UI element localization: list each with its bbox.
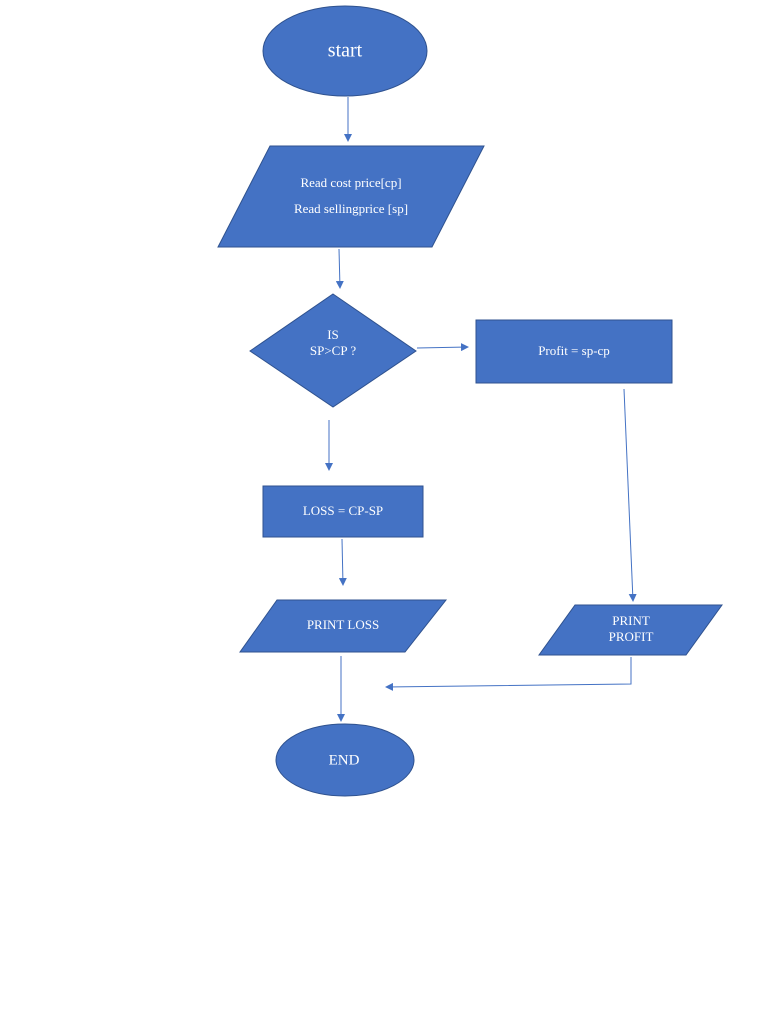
print-profit-label-line1: PRINT (612, 613, 650, 628)
print-profit-node: PRINT PROFIT (538, 604, 723, 656)
decision-label-line2: SP>CP ? (310, 343, 356, 358)
print-loss-label: PRINT LOSS (307, 617, 379, 632)
connector-loss-to-print-loss (338, 538, 347, 586)
loss-process-node: LOSS = CP-SP (262, 485, 424, 538)
profit-rectangle (475, 319, 673, 384)
start-label: start (328, 40, 363, 62)
profit-process-node: Profit = sp-cp (475, 319, 673, 384)
end-ellipse (275, 723, 415, 797)
connector-decision-to-profit (416, 343, 469, 352)
connector-print-profit-to-end (385, 657, 632, 691)
profit-label: Profit = sp-cp (538, 343, 610, 358)
start-ellipse (262, 5, 428, 97)
loss-rectangle (262, 485, 424, 538)
decision-label-line1: IS (327, 327, 339, 342)
input-label-line2: Read sellingprice [sp] (294, 201, 408, 216)
input-parallelogram (217, 145, 485, 248)
print-loss-node: PRINT LOSS (239, 599, 448, 653)
print-profit-label-line2: PROFIT (609, 629, 654, 644)
connector-input-to-decision (335, 248, 344, 289)
input-node: Read cost price[cp] Read sellingprice [s… (217, 145, 485, 248)
print-profit-parallelogram (538, 604, 723, 656)
decision-node: IS SP>CP ? (249, 293, 417, 408)
decision-diamond (249, 293, 417, 408)
input-label-line1: Read cost price[cp] (300, 175, 401, 190)
end-node: END (275, 723, 415, 797)
end-label: END (329, 752, 360, 768)
loss-label: LOSS = CP-SP (303, 503, 383, 518)
print-loss-parallelogram (239, 599, 448, 653)
start-node: start (262, 5, 428, 97)
connector-profit-to-print-profit (623, 388, 637, 602)
